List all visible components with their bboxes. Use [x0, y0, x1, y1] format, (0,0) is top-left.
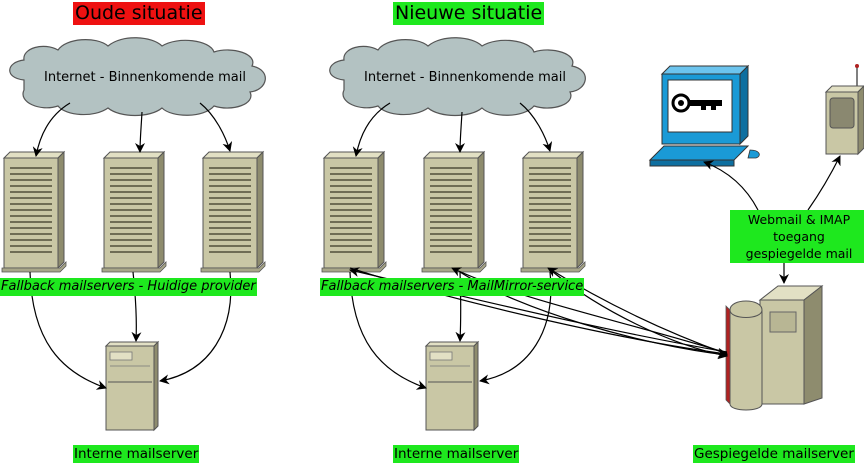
access-label: Webmail & IMAP toegang gespiegelde mail — [730, 210, 864, 263]
monitor-key-icon — [648, 64, 760, 167]
mainframe-server-icon — [725, 284, 824, 411]
access-label-line1: Webmail & IMAP — [747, 212, 851, 227]
tower-server-icon — [105, 341, 159, 431]
cloud-icon — [9, 37, 266, 117]
cloud-label-new: Internet - Binnenkomende mail — [364, 70, 566, 85]
rack-server-icon — [101, 151, 167, 273]
label-internal-old: Interne mailserver — [73, 445, 200, 463]
rack-server-icon — [321, 151, 387, 273]
access-label-line3: gespiegelde mail — [745, 246, 853, 261]
caption-fallback-old: Fallback mailservers - Huidige provider — [0, 278, 257, 296]
access-label-line2: toegang — [773, 229, 825, 244]
rack-server-icon — [421, 151, 487, 273]
rack-server-icon — [1, 151, 67, 273]
label-internal-new: Interne mailserver — [393, 445, 520, 463]
title-old-situation: Oude situatie — [73, 2, 205, 25]
cloud-label-old: Internet - Binnenkomende mail — [44, 70, 246, 85]
mobile-phone-icon — [824, 64, 864, 156]
rack-server-icon — [520, 151, 586, 273]
internet-cloud-old — [9, 37, 266, 117]
title-new-situation: Nieuwe situatie — [393, 2, 545, 25]
caption-fallback-new: Fallback mailservers - MailMirror-servic… — [320, 278, 585, 296]
rack-server-icon — [200, 151, 266, 273]
tower-server-icon — [425, 341, 479, 431]
internet-cloud-new — [329, 37, 586, 117]
label-mirrored-server: Gespiegelde mailserver — [693, 445, 855, 463]
cloud-icon — [329, 37, 586, 117]
